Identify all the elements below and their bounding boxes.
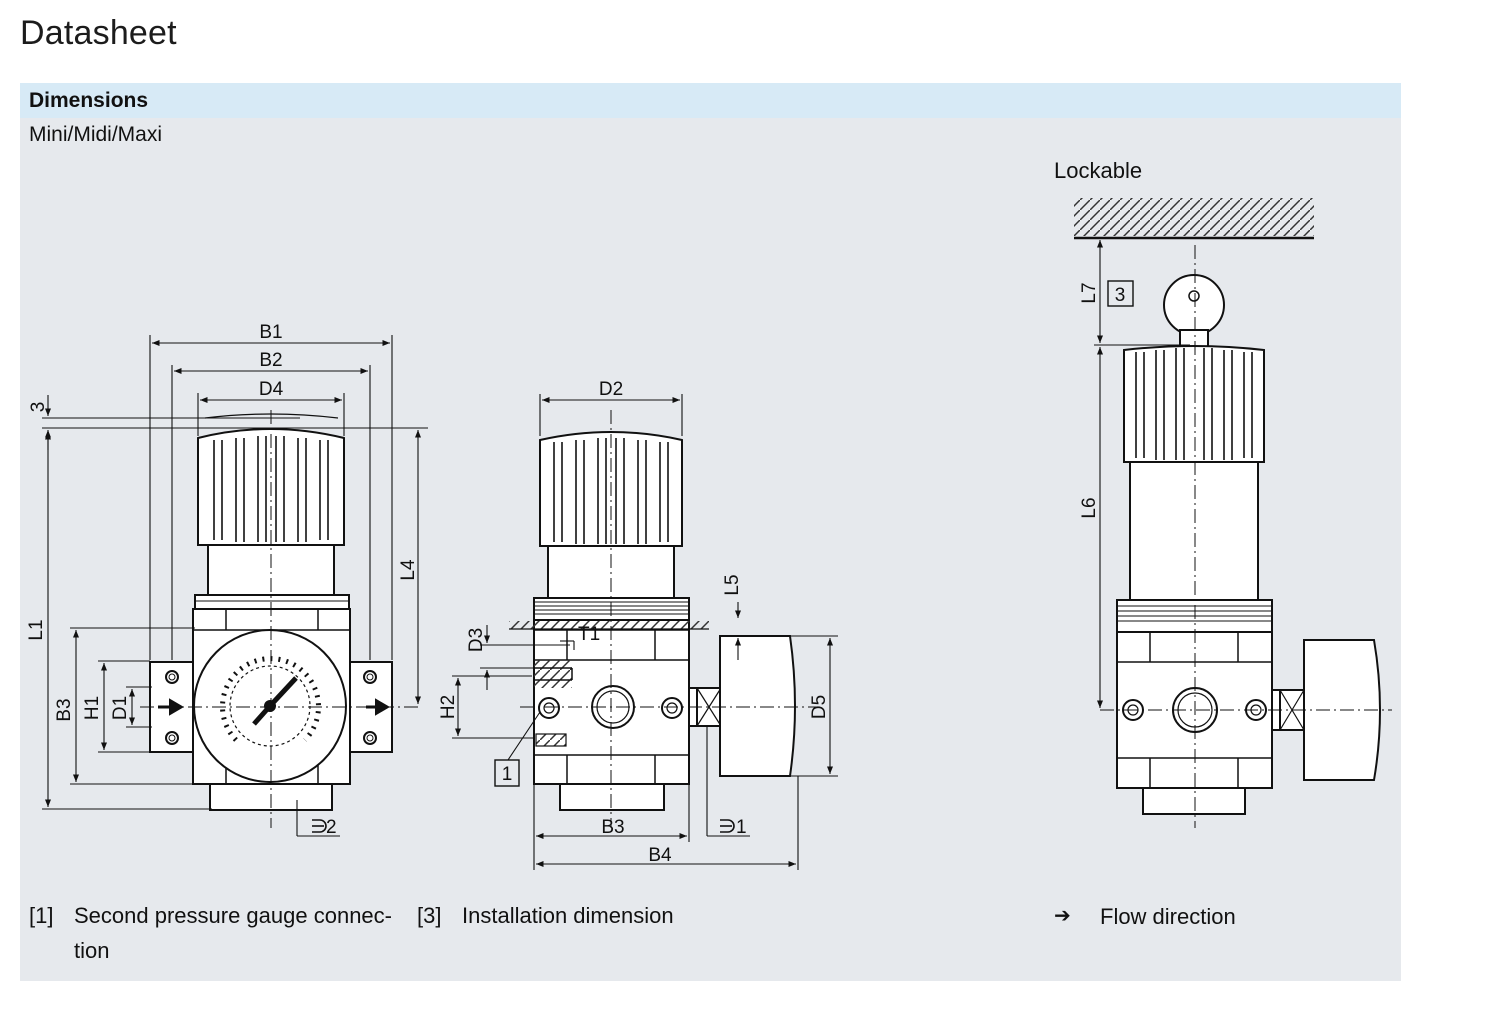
port-1-label: 1 [736,817,747,838]
wrench-icon [720,819,735,833]
callout-3-label: 3 [1115,285,1126,306]
dim-d5-label: D5 [809,695,830,719]
callout-box-3 [1107,280,1134,307]
port-2-label: 2 [326,817,337,838]
lockable-view [1074,198,1381,815]
dim-l1-label: L1 [26,619,47,640]
legend-key-3: [3] [417,903,442,928]
dim-b1-label: B1 [259,322,282,343]
section-header: Dimensions [29,89,149,112]
legend-key-1: [1] [29,903,54,928]
flow-arrow-icon: ➔ [1054,905,1071,927]
dim-l7-label: L7 [1079,282,1100,303]
callout-box-1 [494,759,520,787]
key-icon [1163,274,1225,349]
legend-text-3: Installation dimension [462,903,674,928]
dim-b2-label: B2 [259,350,282,371]
legend-text-1b: tion [74,938,110,963]
side-view [509,431,796,811]
dim-b3-side-label: B3 [601,817,624,838]
lockable-title: Lockable [1054,158,1142,183]
dim-d1-label: D1 [110,696,131,720]
dim-t1-label: T1 [578,624,600,645]
dim-d3-label: D3 [466,628,487,652]
dim-l4-label: L4 [398,559,419,581]
dim-b4-label: B4 [648,845,672,866]
dim-b3-label: B3 [54,698,75,721]
dim-3-label: 3 [28,402,49,413]
legend-text-1a: Second pressure gauge connec- [74,903,392,928]
dim-d4-label: D4 [259,379,284,400]
dim-h2-label: H2 [438,695,459,719]
dim-h1-label: H1 [82,696,103,720]
dim-l6-label: L6 [1079,497,1100,518]
panel-header: Dimensions [20,83,1401,118]
dim-d2-label: D2 [599,379,623,400]
legend-text-flow: Flow direction [1100,904,1236,929]
callout-1-label: 1 [502,764,513,785]
page-title: Datasheet [20,14,177,52]
dim-l5-label: L5 [722,574,743,595]
wrench-icon [312,819,327,833]
section-subtitle: Mini/Midi/Maxi [29,123,163,146]
